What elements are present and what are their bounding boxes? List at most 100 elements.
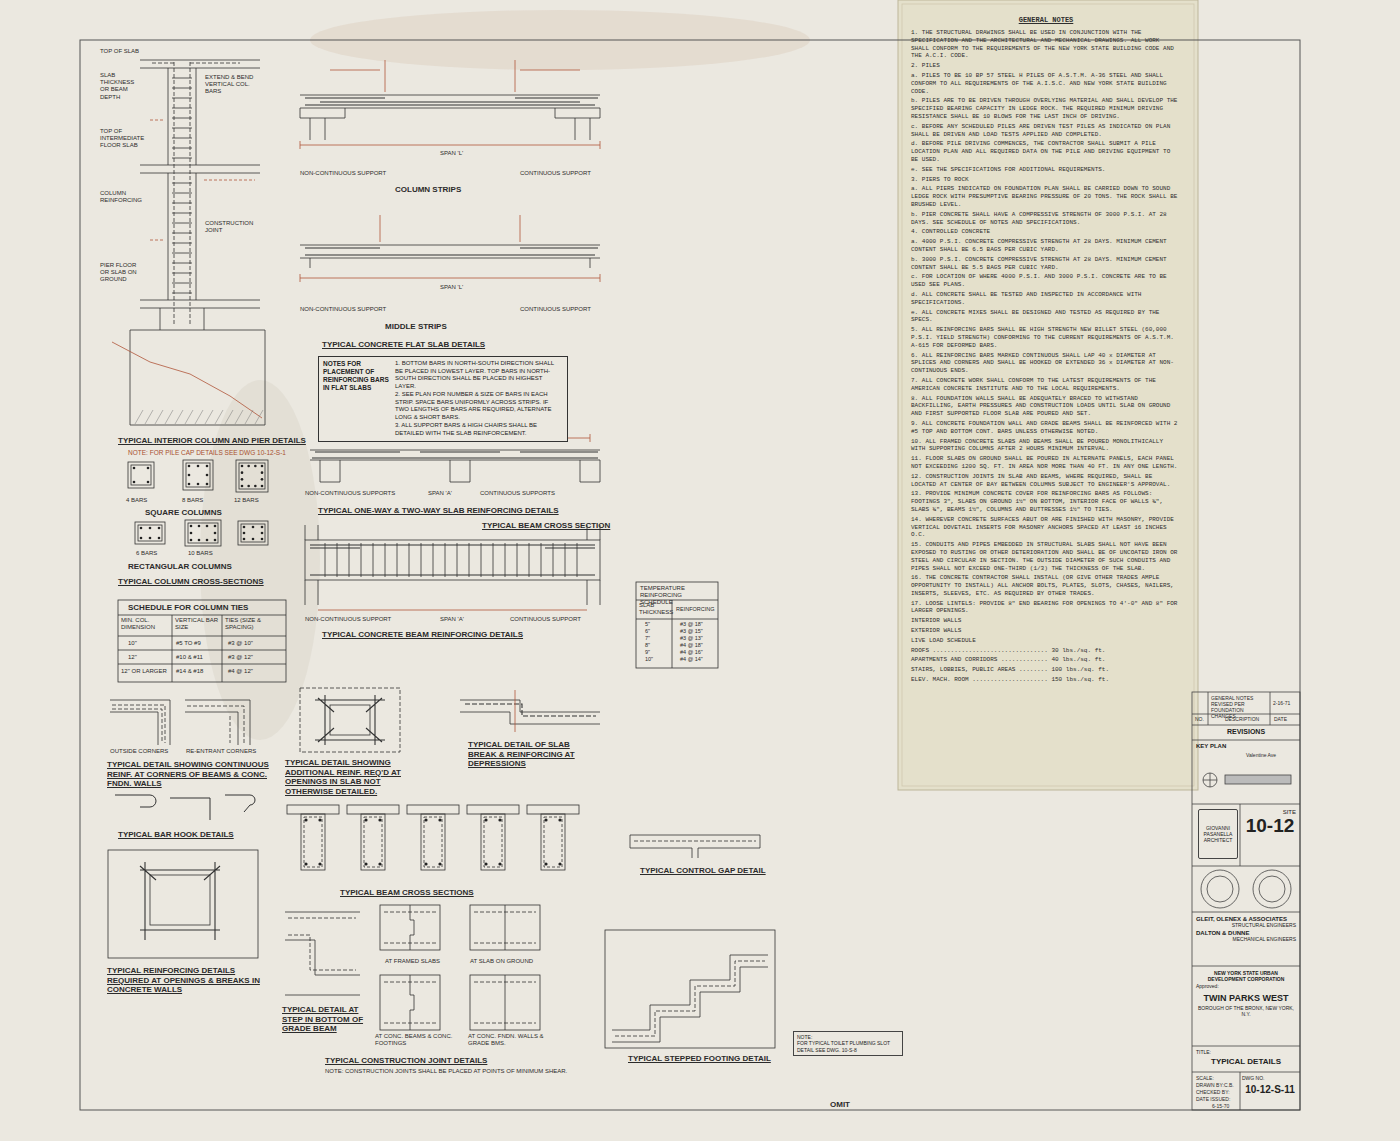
title-block-lines [1192, 692, 1300, 1110]
title-block-lines [1259, 876, 1285, 902]
control-gap-detail [630, 835, 760, 858]
beam-cross-sections [544, 862, 547, 865]
grade-beam-step [285, 912, 360, 995]
column-cross-sections [206, 483, 209, 486]
column-elevation [112, 60, 265, 425]
slab-opening-detail [330, 705, 370, 735]
control-gap-detail [634, 841, 756, 842]
annotation-label: 12" [128, 654, 137, 661]
bar-hook-detail [225, 795, 255, 812]
temperature-table [636, 582, 718, 668]
column-cross-sections [241, 485, 244, 488]
column-elevation [175, 410, 183, 424]
column-cross-sections [236, 460, 268, 492]
annotation-label: AT CONC. BEAMS & CONC. FOOTINGS [375, 1033, 455, 1047]
annotation-label: OMIT [830, 1100, 850, 1110]
column-cross-sections [140, 537, 143, 540]
column-elevation [172, 233, 192, 234]
column-elevation [150, 62, 240, 325]
grade-beam-step [285, 912, 360, 995]
annotation-label: #3 @ 10" [228, 640, 253, 647]
beam-cross-sections [304, 817, 322, 867]
column-elevation [155, 410, 163, 424]
stepped-footing-detail [615, 961, 765, 1036]
beam-cross-sections [484, 818, 487, 821]
box-text: 11. FLOOR SLABS ON GROUND SHALL BE POURE… [911, 455, 1181, 471]
key-plan-box: KEY PLAN [1194, 742, 1298, 750]
column-cross-sections [241, 524, 265, 542]
beam-cross-sections [438, 818, 441, 821]
stepped-footing-detail [605, 930, 775, 1048]
annotation-label: CONTINUOUS SUPPORT [510, 616, 581, 623]
flat-slab-column-strip [300, 60, 600, 149]
box-text: ELEV. MACH. ROOM ..................... 1… [911, 676, 1181, 684]
column-cross-sections [186, 463, 210, 487]
beam-reinforcing [349, 543, 350, 577]
beam-reinforcing [337, 543, 338, 577]
box-text: e. SEE THE SPECIFICATIONS FOR ADDITIONAL… [911, 166, 1181, 174]
beam-cross-sections [407, 805, 459, 814]
beam-reinforcing [305, 525, 600, 610]
column-cross-sections [261, 526, 264, 529]
temperature-table [636, 582, 718, 668]
beam-cross-sections [498, 862, 501, 865]
column-elevation [172, 118, 192, 119]
beam-cross-sections [544, 818, 547, 821]
column-cross-sections [247, 485, 250, 488]
annotation-label: #3 @ 15" [680, 628, 703, 635]
beam-reinforcing [433, 543, 434, 577]
column-cross-sections [261, 465, 264, 468]
flat-slab-middle-strip [305, 248, 598, 255]
annotation-label: AT SLAB ON GROUND [470, 958, 533, 965]
corner-detail [187, 706, 244, 743]
annotation-label: 6 BARS [136, 550, 157, 557]
depression-detail [465, 704, 596, 716]
column-cross-sections [149, 527, 152, 530]
beam-cross-sections [498, 818, 501, 821]
beam-reinforcing [505, 543, 506, 577]
column-elevation [165, 410, 173, 424]
drawing-number-box: DWG NO.10-12-S-11 [1240, 1074, 1300, 1096]
project-box: NEW YORK STATE URBAN DEVELOPMENT CORPORA… [1194, 969, 1298, 1018]
column-elevation [130, 330, 265, 425]
depression-detail [515, 690, 516, 732]
beam-cross-sections [424, 818, 427, 821]
annotation-label: #4 @ 16" [680, 649, 703, 656]
column-elevation [172, 213, 192, 214]
box-text: BOROUGH OF THE BRONX, NEW YORK, N.Y. [1196, 1005, 1296, 1018]
annotation-label: #4 @ 12" [228, 668, 253, 675]
column-elevation [225, 410, 233, 424]
beam-reinforcing [469, 543, 470, 577]
annotation-label: TOP OF INTERMEDIATE FLOOR SLAB [100, 128, 138, 150]
title-block-text: CHECKED BY: [1196, 1089, 1230, 1095]
column-cross-sections [254, 465, 257, 468]
corner-detail [185, 700, 250, 745]
column-elevation [172, 283, 192, 284]
notes-tape [902, 4, 1194, 786]
title-block-text: SCALE: [1196, 1075, 1214, 1081]
box-text: 2. PILES [911, 62, 1181, 70]
beam-reinforcing [305, 540, 600, 580]
column-cross-sections [241, 478, 244, 481]
flat-slab-column-strip [305, 98, 598, 105]
detail-title: TYPICAL DETAIL SHOWING ADDITIONAL REINF.… [285, 758, 405, 796]
column-elevation [112, 342, 262, 418]
title-block-text: Valentine Ave [1246, 752, 1276, 758]
annotation-label: SCHEDULE FOR COLUMN TIES [128, 603, 248, 613]
beam-reinforcing [481, 543, 482, 577]
box-text: EXTERIOR WALLS [911, 627, 1181, 635]
box-text: 3. ALL SUPPORT BARS & HIGH CHAIRS SHALL … [395, 422, 563, 437]
detail-title: TYPICAL REINFORCING DETAILS REQUIRED AT … [107, 966, 272, 995]
annotation-label: SPAN 'A' [440, 616, 464, 623]
sheet-border [80, 40, 1300, 1110]
box-text: 1. BOTTOM BARS IN NORTH-SOUTH DIRECTION … [395, 360, 563, 390]
slab-opening-detail [300, 688, 400, 752]
column-cross-sections [214, 525, 217, 528]
beam-reinforcing [318, 610, 587, 611]
detail-title: TYPICAL BEAM CROSS SECTION [482, 521, 610, 531]
beam-cross-sections [438, 862, 441, 865]
beam-cross-sections [378, 818, 381, 821]
column-cross-sections [243, 526, 246, 529]
beam-reinforcing [409, 543, 410, 577]
annotation-label: SQUARE COLUMNS [145, 508, 222, 518]
